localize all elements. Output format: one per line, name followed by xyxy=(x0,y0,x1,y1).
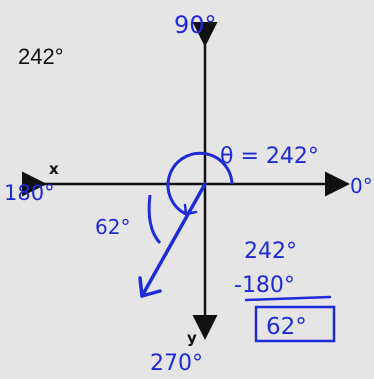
page-title: 242° xyxy=(18,44,64,69)
calc-result: 62° xyxy=(266,314,307,340)
x-axis-letter: x xyxy=(49,160,59,178)
label-90: 90° xyxy=(174,11,217,39)
result-box xyxy=(254,305,336,343)
theta-arc xyxy=(166,151,234,216)
label-0: 0° xyxy=(350,174,373,198)
reference-angle-label: 62° xyxy=(95,215,130,239)
theta-label: θ = 242° xyxy=(220,144,319,169)
reference-angle-arc xyxy=(147,194,162,245)
terminal-arrowhead xyxy=(138,276,162,298)
calc-line-1: 242° xyxy=(244,239,297,264)
y-axis-letter: y xyxy=(187,329,197,347)
calc-underline xyxy=(244,295,332,302)
terminal-side xyxy=(140,182,207,298)
theta-arc-arrowhead xyxy=(183,203,198,216)
label-180: 180° xyxy=(4,181,55,205)
label-270: 270° xyxy=(150,351,203,376)
calc-line-2: -180° xyxy=(234,273,295,298)
